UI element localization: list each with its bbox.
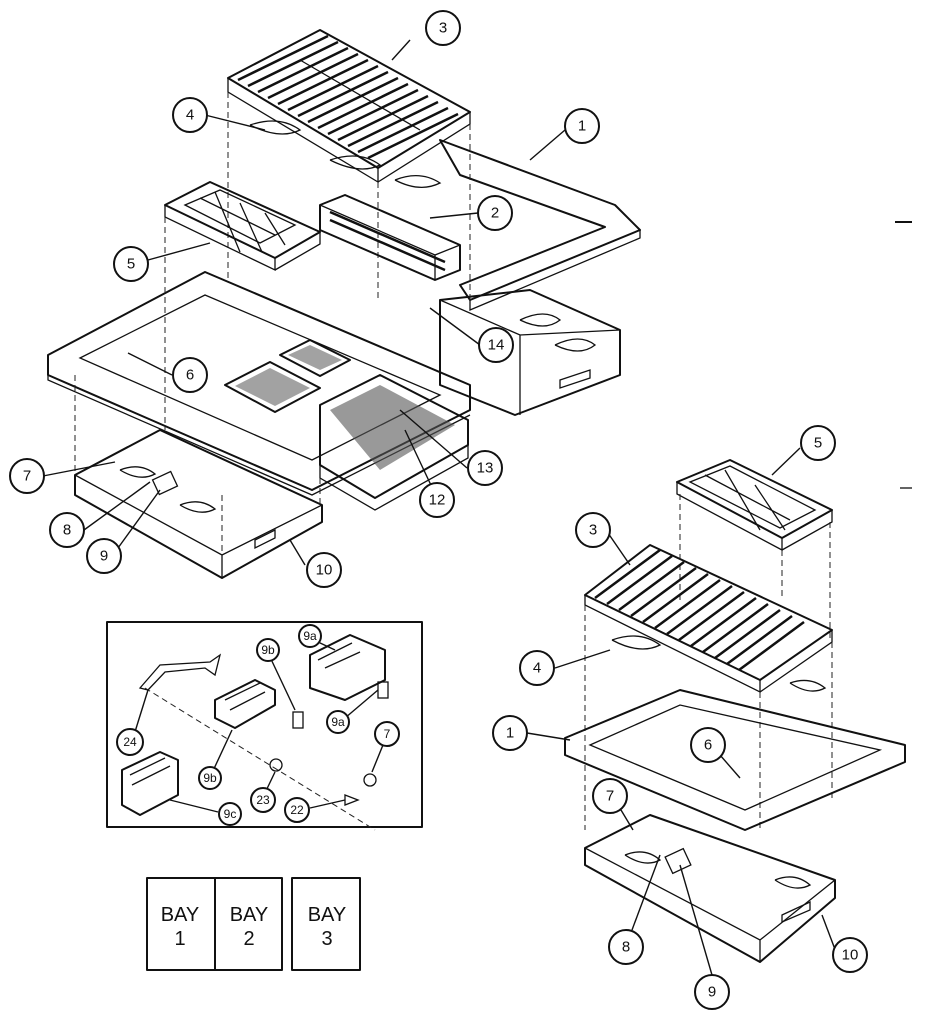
part-9a-switch	[309, 634, 386, 701]
bay-3-box	[291, 877, 361, 971]
bay-3-number: 3	[321, 928, 332, 950]
svg-text:9c: 9c	[224, 807, 237, 821]
callout-8-upper: 8	[49, 512, 85, 548]
svg-text:7: 7	[384, 727, 391, 741]
svg-text:9: 9	[708, 984, 716, 1001]
svg-text:3: 3	[589, 522, 597, 539]
bay-2-word: BAY	[230, 904, 269, 926]
callout-1-lower: 1	[492, 715, 528, 751]
svg-text:7: 7	[606, 788, 614, 805]
part-24-bracket	[138, 653, 222, 691]
svg-text:10: 10	[316, 562, 333, 579]
svg-text:12: 12	[429, 492, 446, 509]
callout-1-upper: 1	[564, 108, 600, 144]
svg-text:9b: 9b	[261, 643, 275, 657]
part-7-nut	[363, 773, 377, 787]
callout-2-upper: 2	[477, 195, 513, 231]
svg-text:23: 23	[256, 793, 270, 807]
bay-legend: BAY 1 BAY 2 BAY 3	[146, 877, 361, 971]
callout-4-upper: 4	[172, 97, 208, 133]
part-12-13-rock-tray	[319, 374, 469, 511]
part-5-small-grate-b	[676, 459, 833, 552]
svg-text:9b: 9b	[203, 771, 217, 785]
callout-7-lower: 7	[592, 778, 628, 814]
svg-text:8: 8	[622, 939, 630, 956]
bay-1-number: 1	[174, 928, 185, 950]
part-10-bottom-pan-b	[584, 814, 836, 963]
callout-22-inset: 22	[284, 797, 310, 823]
callout-12-upper: 12	[419, 482, 455, 518]
svg-text:1: 1	[578, 118, 586, 135]
callout-24-inset: 24	[116, 728, 144, 756]
callout-9a-inset-bottom: 9a	[326, 710, 350, 734]
callout-10-lower: 10	[832, 937, 868, 973]
clip-9a	[377, 681, 389, 699]
svg-text:4: 4	[186, 107, 194, 124]
part-1-frame	[439, 139, 641, 311]
svg-text:9a: 9a	[331, 715, 345, 729]
svg-text:22: 22	[290, 803, 304, 817]
bay-1-word: BAY	[161, 904, 200, 926]
clip-9b	[292, 711, 304, 729]
inset-detail	[106, 621, 423, 831]
callout-9b-inset-top: 9b	[256, 638, 280, 662]
callouts: 3 4 1 2 5 14 6 7 13 12 8 9 10 24 9b 9a 9…	[9, 10, 868, 1010]
svg-text:5: 5	[127, 256, 135, 273]
callout-13-upper: 13	[467, 450, 503, 486]
svg-text:1: 1	[506, 725, 514, 742]
svg-text:5: 5	[814, 435, 822, 452]
part-14-grate-box	[439, 289, 621, 416]
inset-frame	[106, 621, 423, 828]
part-1-frame-b	[564, 689, 906, 831]
svg-text:4: 4	[533, 660, 541, 677]
svg-text:9: 9	[100, 548, 108, 565]
callout-9a-inset-top: 9a	[298, 624, 322, 648]
callout-5-lower: 5	[800, 425, 836, 461]
callout-6-upper: 6	[172, 357, 208, 393]
part-22-screw	[344, 794, 360, 806]
callout-9-lower: 9	[694, 974, 730, 1010]
part-4-burner-box	[227, 92, 471, 300]
bay-3-word: BAY	[308, 904, 347, 926]
callout-9c-inset: 9c	[218, 802, 242, 826]
callout-14-upper: 14	[478, 327, 514, 363]
callout-8-lower: 8	[608, 929, 644, 965]
part-2-grill-element	[319, 194, 461, 281]
svg-text:2: 2	[491, 205, 499, 222]
part-3-ribbed-grate	[227, 29, 471, 184]
part-9c-switch	[121, 751, 179, 816]
callout-5-upper: 5	[113, 246, 149, 282]
lower-assembly	[526, 447, 906, 976]
callout-4-lower: 4	[519, 650, 555, 686]
part-9b-switch	[214, 679, 276, 729]
rock-insert	[224, 339, 351, 413]
callout-7-inset: 7	[374, 721, 400, 747]
svg-text:10: 10	[842, 947, 859, 964]
svg-text:24: 24	[123, 735, 137, 749]
part-3-ribbed-grate-b	[584, 544, 833, 694]
svg-text:6: 6	[704, 737, 712, 754]
bay-2-number: 2	[243, 928, 254, 950]
svg-text:8: 8	[63, 522, 71, 539]
callout-9b-inset-bottom: 9b	[198, 766, 222, 790]
svg-text:6: 6	[186, 367, 194, 384]
callout-9-upper: 9	[86, 538, 122, 574]
upper-assembly	[42, 29, 641, 579]
callout-6-lower: 6	[690, 727, 726, 763]
part-5-small-grate	[164, 181, 321, 272]
callout-3-upper: 3	[425, 10, 461, 46]
callout-10-upper: 10	[306, 552, 342, 588]
svg-text:13: 13	[477, 460, 494, 477]
svg-text:7: 7	[23, 468, 31, 485]
callout-7-upper: 7	[9, 458, 45, 494]
part-23-spacer	[269, 758, 283, 772]
callout-3-lower: 3	[575, 512, 611, 548]
svg-text:3: 3	[439, 20, 447, 37]
svg-text:9a: 9a	[303, 629, 317, 643]
svg-text:14: 14	[488, 337, 505, 354]
callout-23-inset: 23	[250, 787, 276, 813]
